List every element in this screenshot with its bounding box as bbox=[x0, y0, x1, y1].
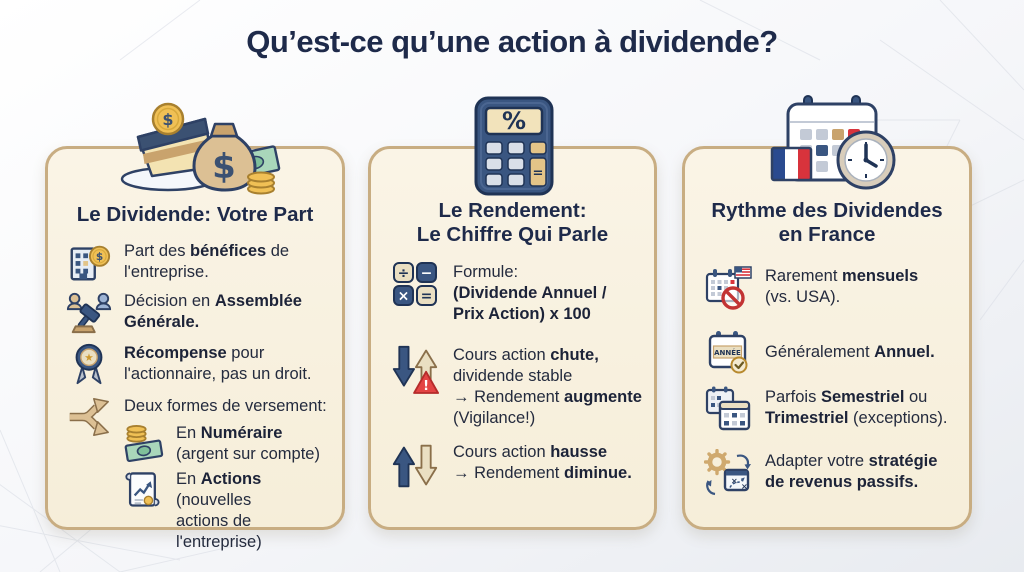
card-title: Le Dividende: Votre Part bbox=[76, 203, 314, 226]
math-operations-icon: ÷ − × = bbox=[389, 260, 441, 308]
dual-calendars-icon bbox=[703, 385, 753, 433]
list-item-text: Formule: (Dividende Annuel / Prix Action… bbox=[453, 263, 607, 323]
svg-text:×: × bbox=[731, 477, 738, 486]
stock-certificate-icon bbox=[120, 467, 164, 511]
list-item-text: En Actions (nouvelles actions de l'entre… bbox=[176, 470, 262, 551]
list-item: ÷ − × = Formule: (Dividende Annuel / Pri… bbox=[389, 262, 642, 325]
list-item: × × Adapter votre stratégie de revenus p… bbox=[703, 449, 957, 497]
svg-text:★: ★ bbox=[84, 352, 93, 364]
svg-text:=: = bbox=[533, 166, 544, 181]
list-item: ! Cours action chute, dividende stable →… bbox=[389, 345, 642, 429]
price-up-yield-down-icon bbox=[389, 440, 441, 492]
gavel-assembly-icon bbox=[66, 289, 112, 335]
award-medal-icon: ★ bbox=[66, 341, 112, 387]
card-title: Le Rendement: Le Chiffre Qui Parle bbox=[416, 199, 609, 247]
card-rendement: Le Rendement: Le Chiffre Qui Parle ÷ − ×… bbox=[368, 146, 657, 530]
card-rythme-france: Rythme des Dividendes en France bbox=[682, 146, 972, 530]
list-item: Deux formes de versement: bbox=[66, 396, 330, 440]
svg-text:%: % bbox=[502, 107, 526, 135]
svg-text:$: $ bbox=[212, 147, 236, 187]
svg-text:ANNÉE: ANNÉE bbox=[714, 348, 741, 357]
cake-slice-money-bag-icon: $ $ bbox=[108, 90, 283, 203]
list-item: Rarement mensuels (vs. USA). bbox=[703, 266, 957, 312]
page-title: Qu’est-ce qu’une action à dividende? bbox=[246, 24, 778, 59]
list-item-text: Récompense pour l'actionnaire, pas un dr… bbox=[124, 344, 312, 383]
card-dividende: Le Dividende: Votre Part $ Part des béné… bbox=[45, 146, 345, 551]
building-coin-icon: $ bbox=[66, 239, 112, 285]
list-item-text: Parfois Semestriel ou Trimestriel (excep… bbox=[765, 388, 948, 427]
list-item-text: Rarement mensuels (vs. USA). bbox=[765, 267, 919, 306]
svg-text:÷: ÷ bbox=[398, 266, 410, 282]
calendar-annual-check-icon: ANNÉE bbox=[703, 327, 753, 375]
list-item: Cours action hausse → Rendement diminue. bbox=[389, 442, 642, 492]
list-item: ★ Récompense pour l'actionnaire, pas un … bbox=[66, 343, 330, 387]
list-item: En Numéraire (argent sur compte) bbox=[120, 423, 330, 465]
card-title: Rythme des Dividendes en France bbox=[711, 199, 943, 247]
list-item-text: Généralement Annuel. bbox=[765, 342, 935, 361]
calendar-no-monthly-usa-icon bbox=[703, 264, 753, 312]
split-arrows-icon bbox=[66, 394, 112, 440]
svg-text:=: = bbox=[421, 289, 433, 305]
price-down-yield-up-warning-icon: ! bbox=[389, 343, 441, 395]
svg-text:$: $ bbox=[162, 110, 173, 129]
list-item-text: Deux formes de versement: bbox=[124, 397, 327, 415]
list-item: Parfois Semestriel ou Trimestriel (excep… bbox=[703, 385, 957, 433]
list-item-text: Cours action chute, dividende stable → R… bbox=[453, 346, 642, 427]
list-item-text: Part des bénéfices de l'entreprise. bbox=[124, 242, 290, 281]
cash-coins-icon bbox=[120, 421, 164, 465]
gear-strategy-icon: × × bbox=[703, 449, 753, 497]
calendar-france-clock-icon bbox=[748, 92, 908, 207]
svg-text:$: $ bbox=[96, 251, 103, 263]
svg-text:!: ! bbox=[423, 379, 429, 394]
list-item: En Actions (nouvelles actions de l'entre… bbox=[120, 469, 330, 553]
list-item: ANNÉE Généralement Annuel. bbox=[703, 329, 957, 375]
list-item-text: En Numéraire (argent sur compte) bbox=[176, 424, 320, 463]
list-item-text: Adapter votre stratégie de revenus passi… bbox=[765, 452, 938, 491]
svg-text:−: − bbox=[421, 266, 433, 282]
percent-calculator-icon: % = bbox=[468, 94, 560, 203]
list-item-text: Cours action hausse → Rendement diminue. bbox=[453, 443, 632, 482]
list-item: Décision en Assemblée Générale. bbox=[66, 291, 330, 335]
svg-text:×: × bbox=[741, 482, 748, 491]
list-item: $ Part des bénéfices de l'entreprise. bbox=[66, 241, 330, 285]
list-item-text: Décision en Assemblée Générale. bbox=[124, 292, 302, 331]
svg-text:×: × bbox=[398, 289, 410, 305]
